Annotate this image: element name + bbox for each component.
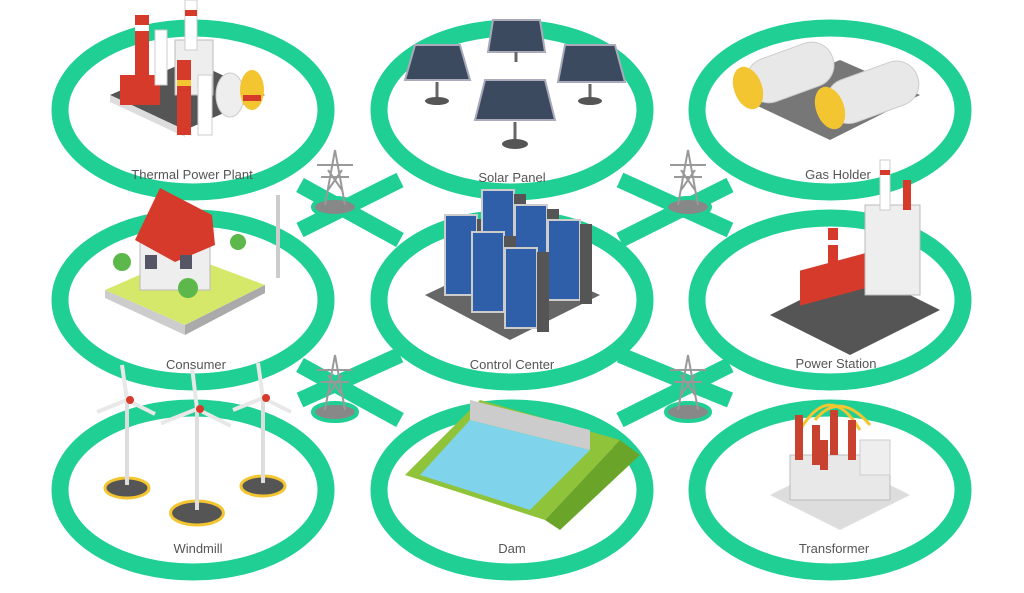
windmill-illustration [96, 362, 292, 527]
label-transformer: Transformer [799, 541, 870, 556]
server-rack [471, 231, 505, 313]
control-center-illustration [425, 189, 600, 340]
label-windmill: Windmill [173, 541, 222, 556]
label-gas-holder: Gas Holder [805, 167, 871, 182]
label-control-center: Control Center [470, 357, 555, 372]
power-pylon-icon [664, 149, 712, 218]
label-consumer: Consumer [166, 357, 227, 372]
dam-illustration [405, 400, 640, 530]
label-solar-panel: Solar Panel [478, 170, 545, 185]
thermal-power-plant-illustration [110, 0, 265, 137]
label-dam: Dam [498, 541, 525, 556]
power-pylon-icon [311, 149, 359, 218]
label-power-station: Power Station [796, 356, 877, 371]
transformer-illustration [770, 403, 910, 530]
wind-turbine-icon [96, 364, 156, 500]
solar-panel-illustration [403, 19, 627, 149]
server-rack [547, 219, 581, 301]
server-rack [504, 247, 538, 329]
wind-turbine-icon [160, 366, 232, 527]
wind-turbine-icon [232, 362, 292, 498]
pylons [311, 149, 712, 423]
gas-holder-illustration [732, 41, 920, 140]
power-station-illustration [770, 159, 940, 355]
power-pylon-icon [311, 354, 359, 423]
consumer-house-illustration [105, 188, 280, 335]
label-thermal-power-plant: Thermal Power Plant [131, 167, 253, 182]
power-pylon-icon [664, 354, 712, 423]
